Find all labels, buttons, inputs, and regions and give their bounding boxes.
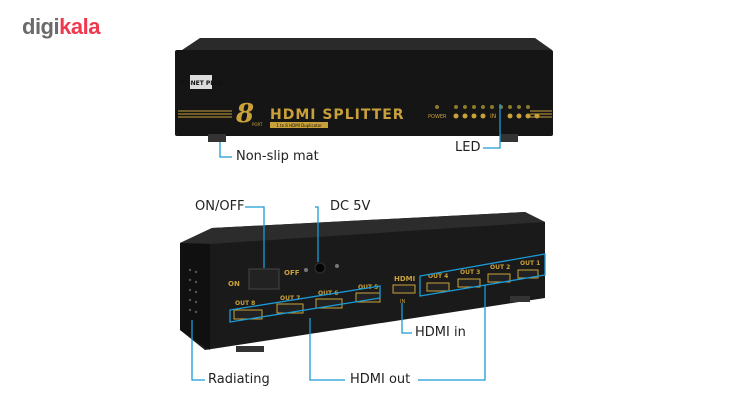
device-subtitle: 1 to 8 HDMI Duplicator	[276, 123, 322, 128]
front-foot-right	[500, 134, 518, 142]
maker-text: MT-NET PLUS	[179, 80, 223, 87]
callout-led: LED	[455, 140, 481, 155]
port-leds	[454, 105, 530, 109]
front-foot-left	[208, 134, 226, 142]
port-word: PORT	[252, 122, 263, 127]
off-label: OFF	[284, 269, 300, 277]
callout-hdmi-out: HDMI out	[350, 372, 411, 387]
callout-radiating: Radiating	[208, 372, 270, 387]
out-7-label: OUT 7	[280, 295, 300, 302]
out-4-label: OUT 4	[428, 273, 448, 280]
out-2-label: OUT 2	[490, 264, 510, 271]
hdmi-in-label: IN	[400, 299, 405, 305]
digikala-logo: digikala	[22, 14, 100, 40]
callout-on-off: ON/OFF	[195, 199, 245, 214]
callout-dc-5v: DC 5V	[330, 199, 371, 214]
back-device: ON OFF HDMI IN OUT 8 OUT 7 OUT 6 OUT 5 O…	[180, 212, 545, 352]
on-label: ON	[228, 280, 240, 288]
out-8-label: OUT 8	[235, 300, 255, 307]
logo-part2: kala	[59, 14, 100, 39]
hdmi-label: HDMI	[394, 275, 415, 283]
power-led	[435, 105, 439, 109]
maker-logo	[190, 75, 212, 89]
power-label: POWER	[428, 114, 447, 120]
device-title: HDMI SPLITTER	[270, 107, 405, 123]
out-1-label: OUT 1	[520, 260, 540, 267]
callout-lines	[191, 104, 546, 381]
front-device: MT-NET PLUS 8 PORT HDMI SPLITTER 1 to 8 …	[175, 38, 553, 142]
out-3-label: OUT 3	[460, 269, 480, 276]
out-6-label: OUT 6	[318, 290, 338, 297]
power-switch	[248, 268, 280, 290]
in-label: IN	[490, 113, 496, 120]
dc-jack	[314, 262, 326, 274]
logo-part1: digi	[22, 14, 60, 39]
port-count: 8	[235, 99, 254, 129]
callout-hdmi-in: HDMI in	[415, 325, 466, 340]
callout-non-slip-mat: Non-slip mat	[236, 149, 319, 164]
